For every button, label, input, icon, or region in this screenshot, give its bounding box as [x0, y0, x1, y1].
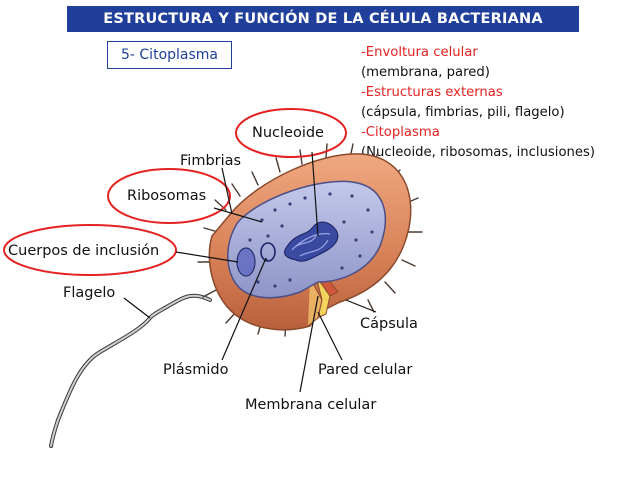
legend-heading-envoltura: -Envoltura celular	[361, 45, 478, 60]
legend-heading-estructuras: -Estructuras externas	[361, 85, 503, 100]
label-pared-celular: Pared celular	[318, 362, 413, 378]
label-flagelo: Flagelo	[63, 285, 116, 301]
page-title: ESTRUCTURA Y FUNCIÓN DE LA CÉLULA BACTER…	[67, 6, 579, 32]
label-capsula: Cápsula	[360, 316, 418, 332]
label-plasmido: Plásmido	[163, 362, 229, 378]
legend-heading-citoplasma: -Citoplasma	[361, 125, 440, 140]
label-nucleoide: Nucleoide	[252, 125, 324, 141]
nucleoid	[283, 221, 339, 262]
label-membrana-celular: Membrana celular	[245, 397, 377, 413]
highlight-nucleoide	[235, 108, 347, 158]
leader-pared	[317, 311, 343, 361]
leader-plasmido	[221, 257, 267, 361]
leader-fimbrias	[221, 167, 233, 215]
legend-detail-envoltura: (membrana, pared)	[361, 65, 490, 80]
leader-membrana	[299, 295, 319, 393]
plasmid	[260, 242, 276, 262]
label-fimbrias: Fimbrias	[180, 153, 242, 169]
label-cuerpos-inclusion: Cuerpos de inclusión	[8, 243, 160, 259]
highlight-cuerpos	[3, 224, 177, 276]
legend-detail-citoplasma: (Nucleoide, ribosomas, inclusiones)	[361, 145, 596, 160]
inclusion-body	[236, 247, 256, 277]
legend-detail-estructuras: (cápsula, fimbrias, pili, flagelo)	[361, 105, 565, 120]
highlight-ribosomas	[107, 168, 231, 224]
label-ribosomas: Ribosomas	[127, 188, 207, 204]
leader-flagelo	[123, 297, 151, 319]
leader-cuerpos	[175, 251, 239, 263]
leader-ribosomas	[213, 207, 263, 223]
section-label: 5- Citoplasma	[107, 41, 232, 69]
leader-nucleoide	[311, 151, 319, 237]
leader-capsula	[345, 299, 377, 313]
legend: -Envoltura celular (membrana, pared) -Es…	[361, 43, 595, 163]
